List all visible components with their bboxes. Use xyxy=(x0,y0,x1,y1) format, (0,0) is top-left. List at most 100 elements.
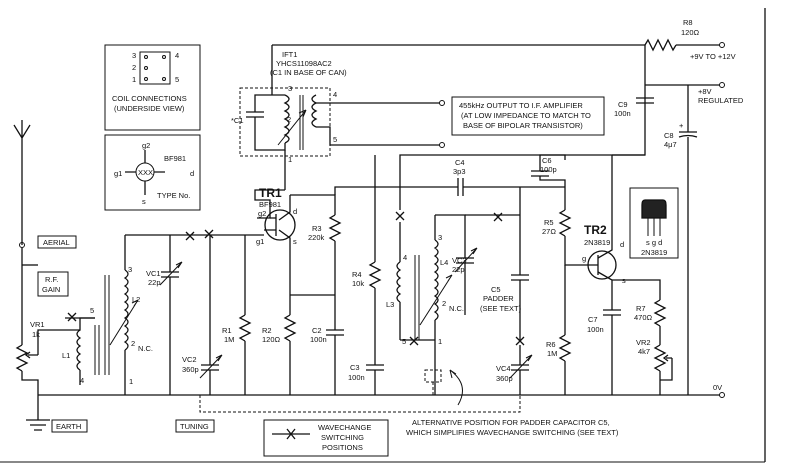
svg-text:IFT1: IFT1 xyxy=(282,50,297,59)
svg-text:100n: 100n xyxy=(310,335,327,344)
svg-text:R3: R3 xyxy=(312,224,322,233)
svg-text:C7: C7 xyxy=(588,315,598,324)
svg-text:100n: 100n xyxy=(587,325,604,334)
svg-text:WAVECHANGE: WAVECHANGE xyxy=(318,423,371,432)
svg-text:2: 2 xyxy=(442,299,446,308)
svg-text:4: 4 xyxy=(175,51,179,60)
svg-text:g1: g1 xyxy=(114,169,122,178)
tr1-transistor: TR1 BF981 g2 g1 d s R3 220k xyxy=(125,186,450,330)
svg-text:C2: C2 xyxy=(312,326,322,335)
svg-text:s g d: s g d xyxy=(646,238,662,247)
svg-text:120Ω: 120Ω xyxy=(262,335,281,344)
oscillator-section: R4 10k C3 100n L3 4 5 3 L4 2 N.C. 1 VC3 … xyxy=(348,155,565,395)
svg-text:L1: L1 xyxy=(62,351,70,360)
svg-text:10k: 10k xyxy=(352,279,364,288)
svg-text:g1: g1 xyxy=(256,237,264,246)
tr1-label: TR1 xyxy=(259,186,282,200)
c9-label: C9 xyxy=(618,100,628,109)
r8-value: 120Ω xyxy=(681,28,700,37)
svg-text:N.C.: N.C. xyxy=(138,344,153,353)
svg-text:VC3: VC3 xyxy=(452,256,467,265)
svg-text:4k7: 4k7 xyxy=(638,347,650,356)
svg-text:VC2: VC2 xyxy=(182,355,197,364)
svg-text:3p3: 3p3 xyxy=(453,167,466,176)
svg-text:s: s xyxy=(142,197,146,206)
svg-text:3: 3 xyxy=(128,265,132,274)
coil-caption-2: (UNDERSIDE VIEW) xyxy=(114,104,185,113)
svg-text:d: d xyxy=(293,207,297,216)
aerial-label: AERIAL xyxy=(43,238,70,247)
svg-text:L2: L2 xyxy=(132,295,140,304)
c9-value: 100n xyxy=(614,109,631,118)
svg-text:TYPE No.: TYPE No. xyxy=(157,191,190,200)
output-note: 455kHz OUTPUT TO I.F. AMPLIFIER (AT LOW … xyxy=(451,96,605,136)
zero-volt-label: 0V xyxy=(713,383,722,392)
svg-text:R6: R6 xyxy=(546,340,556,349)
svg-text:g2: g2 xyxy=(142,141,150,150)
svg-text:R1: R1 xyxy=(222,326,232,335)
supply-terminal xyxy=(719,42,725,48)
svg-text:L3: L3 xyxy=(386,300,394,309)
r3-resistor xyxy=(328,214,342,242)
supply-in-label: +9V TO +12V xyxy=(690,52,736,61)
tuning-label: TUNING xyxy=(180,422,209,431)
svg-text:C3: C3 xyxy=(350,363,360,372)
svg-text:g: g xyxy=(582,254,586,263)
svg-text:3: 3 xyxy=(288,84,292,93)
r8-label: R8 xyxy=(683,18,693,27)
svg-text:YHCS11098AC2: YHCS11098AC2 xyxy=(276,59,332,68)
svg-text:4: 4 xyxy=(403,253,407,262)
svg-text:PADDER: PADDER xyxy=(483,294,514,303)
svg-text:VC4: VC4 xyxy=(496,364,511,373)
svg-text:100n: 100n xyxy=(348,373,365,382)
earth-label: EARTH xyxy=(56,422,81,431)
svg-text:3: 3 xyxy=(132,51,136,60)
svg-text:2: 2 xyxy=(131,339,135,348)
svg-text:BASE OF BIPOLAR TRANSISTOR): BASE OF BIPOLAR TRANSISTOR) xyxy=(463,121,583,130)
svg-text:*C1: *C1 xyxy=(231,116,244,125)
tr1-bias-network: R1 1M R2 120Ω C2 100n xyxy=(222,235,344,395)
svg-text:22p: 22p xyxy=(452,265,465,274)
wavechange-legend: WAVECHANGE SWITCHING POSITIONS xyxy=(263,419,389,457)
svg-text:VR1: VR1 xyxy=(30,320,45,329)
svg-text:d: d xyxy=(620,240,624,249)
svg-text:2N3819: 2N3819 xyxy=(584,238,610,247)
svg-text:WHICH SIMPLIFIES WAVECHANGE SW: WHICH SIMPLIFIES WAVECHANGE SWITCHING (S… xyxy=(406,428,619,437)
svg-text:27Ω: 27Ω xyxy=(542,227,556,236)
c8-value: 4μ7 xyxy=(664,140,677,149)
svg-text:POSITIONS: POSITIONS xyxy=(322,443,363,452)
svg-text:(SEE TEXT): (SEE TEXT) xyxy=(480,304,522,313)
svg-text:220k: 220k xyxy=(308,233,325,242)
svg-text:5: 5 xyxy=(175,75,179,84)
svg-text:R7: R7 xyxy=(636,304,646,313)
svg-text:4: 4 xyxy=(333,90,337,99)
svg-text:C5: C5 xyxy=(491,285,501,294)
supply-section: R8 120Ω +9V TO +12V C9 100n +8V REGULATE… xyxy=(38,18,744,398)
svg-text:5: 5 xyxy=(333,135,337,144)
tr2-section: C6 100p R5 27Ω R6 1M TR2 2N3819 g d s C7… xyxy=(531,154,679,395)
svg-text:ALTERNATIVE POSITION FOR PADDE: ALTERNATIVE POSITION FOR PADDER CAPACITO… xyxy=(412,418,610,427)
svg-text:SWITCHING: SWITCHING xyxy=(321,433,364,442)
svg-text:L4: L4 xyxy=(440,258,448,267)
coil-caption-1: COIL CONNECTIONS xyxy=(112,94,187,103)
svg-text:BF981: BF981 xyxy=(259,200,281,209)
svg-text:R2: R2 xyxy=(262,326,272,335)
svg-text:(AT LOW IMPEDANCE TO MATCH TO: (AT LOW IMPEDANCE TO MATCH TO xyxy=(461,111,591,120)
svg-text:1: 1 xyxy=(132,75,136,84)
wavechange-dashed-links xyxy=(199,369,521,413)
reg-label-2: REGULATED xyxy=(698,96,744,105)
c8-label: C8 xyxy=(664,131,674,140)
svg-text:BF981: BF981 xyxy=(164,154,186,163)
svg-text:C6: C6 xyxy=(542,156,552,165)
svg-text:1k: 1k xyxy=(32,330,40,339)
svg-text:1M: 1M xyxy=(547,349,557,358)
r8-resistor xyxy=(644,38,677,52)
svg-text:1M: 1M xyxy=(224,335,234,344)
svg-text:d: d xyxy=(190,169,194,178)
earth-symbol xyxy=(26,419,50,431)
svg-text:s: s xyxy=(293,237,297,246)
panel-labels: AERIAL R.F. GAIN EARTH TUNING xyxy=(22,235,215,433)
rf-label-2: GAIN xyxy=(42,285,60,294)
